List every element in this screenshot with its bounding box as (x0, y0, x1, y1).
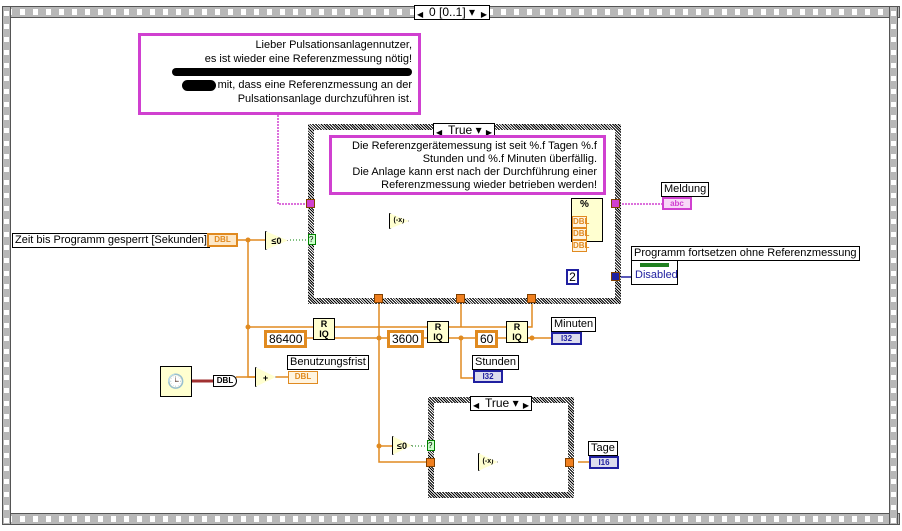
quot-r: R (434, 322, 442, 332)
selector-value: True (448, 123, 473, 137)
stunden-label: Stunden (472, 355, 519, 370)
to-double-node[interactable]: DBL (213, 375, 237, 387)
comment-line: Stunden und %.f Minuten überfällig. (422, 153, 597, 165)
case-selector-bottom[interactable]: ◀True ▾▶ (470, 396, 532, 411)
increment-arrow-icon[interactable]: ▶ (485, 128, 492, 137)
decrement-arrow-icon[interactable]: ◀ (417, 10, 424, 19)
format-input: DBL (572, 228, 590, 240)
enum-constant[interactable]: 2 (566, 269, 579, 285)
quot-r: R (320, 319, 328, 329)
tunnel (565, 458, 574, 467)
redacted-line (172, 68, 412, 76)
comment-line: mit, dass eine Referenzmessung an der (217, 79, 412, 91)
tage-label: Tage (588, 441, 618, 456)
comment-line: Pulsationsanlage durchzuführen ist. (237, 93, 412, 105)
tunnel (306, 199, 315, 208)
format-input: DBL (572, 216, 590, 228)
minuten-label: Minuten (551, 317, 597, 332)
benutzung-label: Benutzungsfrist (287, 355, 369, 370)
quot-iq: IQ (433, 332, 443, 342)
increment-arrow-icon[interactable]: ▶ (522, 401, 529, 410)
tunnel (374, 294, 383, 303)
zeit-control[interactable]: DBL (207, 233, 238, 247)
quot-iq: IQ (512, 332, 522, 342)
redacted-mark (181, 79, 216, 91)
stunden-indicator[interactable]: I32 (473, 370, 503, 383)
selector-value: True (485, 396, 510, 410)
comment-line: Lieber Pulsationsanlagennutzer, (255, 39, 412, 51)
seconds-per-minute-constant[interactable]: 60 (475, 330, 499, 348)
tage-indicator[interactable]: I16 (589, 456, 619, 469)
sequence-frame-right (889, 6, 898, 525)
tunnel (456, 294, 465, 303)
tunnel (426, 458, 435, 467)
tunnel (611, 272, 620, 281)
case-selector-terminal: ? (308, 234, 316, 245)
format-input: DBL (572, 240, 590, 252)
comment-line: Die Anlage kann erst nach der Durchführu… (352, 166, 597, 178)
seconds-per-hour-constant[interactable]: 3600 (387, 330, 424, 348)
programm-enum-indicator[interactable]: Disabled (631, 260, 678, 285)
meldung-label: Meldung (661, 182, 710, 197)
outer-comment: Lieber Pulsationsanlagennutzer, es ist w… (138, 33, 421, 115)
selector-value: 0 [0..1] (429, 5, 466, 19)
sequence-frame-bottom (2, 513, 900, 525)
tunnel (527, 294, 536, 303)
sequence-selector[interactable]: ◀0 [0..1] ▾▶ (414, 5, 490, 20)
decrement-arrow-icon[interactable]: ◀ (473, 401, 480, 410)
enum-value: Disabled (635, 269, 678, 281)
quot-iq: IQ (319, 329, 329, 339)
enum-bar (640, 263, 669, 267)
comment-line: Die Referenzgerätemessung ist seit %.f T… (352, 140, 597, 152)
comment-line: Referenzmessung wieder betrieben werden! (381, 179, 597, 191)
get-date-time-node[interactable]: 🕒 (160, 366, 192, 397)
format-symbol: % (580, 199, 589, 210)
meldung-indicator[interactable]: abc (662, 197, 692, 210)
zeit-label: Zeit bis Programm gesperrt [Sekunden] (12, 233, 210, 248)
case-structure-bottom (428, 397, 574, 498)
sequence-frame-left (2, 6, 11, 525)
quot-r: R (513, 322, 521, 332)
case-selector-terminal: ? (427, 440, 435, 451)
increment-arrow-icon[interactable]: ▶ (480, 10, 487, 19)
benutzung-indicator[interactable]: DBL (288, 371, 318, 384)
seconds-per-day-constant[interactable]: 86400 (264, 330, 308, 348)
tunnel (611, 199, 620, 208)
minuten-indicator[interactable]: I32 (551, 332, 582, 345)
programm-label: Programm fortsetzen ohne Referenzmessung (631, 246, 860, 261)
comment-line: es ist wieder eine Referenzmessung nötig… (204, 53, 412, 65)
decrement-arrow-icon[interactable]: ◀ (436, 128, 443, 137)
format-into-string-node[interactable]: % DBL DBL DBL (571, 198, 603, 252)
case-comment: Die Referenzgerätemessung ist seit %.f T… (329, 135, 606, 195)
